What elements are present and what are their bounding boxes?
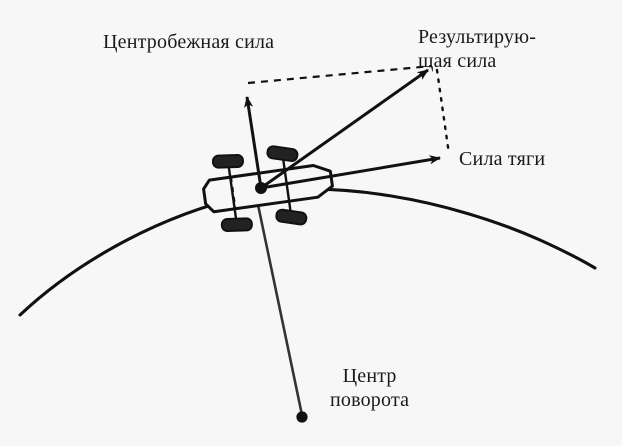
turn-radius-line <box>250 174 304 417</box>
label-traction-force: Сила тяги <box>459 148 546 170</box>
parallelogram-right-edge <box>435 68 451 156</box>
label-centrifugal-force: Центробежная сила <box>103 31 275 53</box>
wheel-rear-left <box>211 154 244 169</box>
traction-force-vector <box>260 155 441 190</box>
wheel-front-right <box>275 208 308 226</box>
turn-center-dot <box>296 411 308 423</box>
centrifugal-force-vector <box>244 96 263 189</box>
rear-axle <box>226 162 238 224</box>
front-axle <box>281 154 293 217</box>
car-top-view <box>202 145 334 233</box>
label-turn-center-line1: Центр <box>342 365 397 387</box>
center-of-mass-dot <box>255 182 267 194</box>
label-resultant-force-line1: Результирую- <box>418 26 537 48</box>
label-resultant-force-line2: щая сила <box>418 49 497 72</box>
car-body-outline <box>202 163 334 214</box>
label-resultant-force: Результирую-щая сила <box>418 26 536 73</box>
wheel-rear-right <box>220 217 253 233</box>
wheel-front-left <box>266 145 299 163</box>
resultant-force-vector <box>260 68 429 190</box>
parallelogram-top-edge <box>247 64 433 85</box>
trajectory-arc <box>18 187 597 317</box>
label-turn-center-line2: поворота <box>330 388 410 411</box>
